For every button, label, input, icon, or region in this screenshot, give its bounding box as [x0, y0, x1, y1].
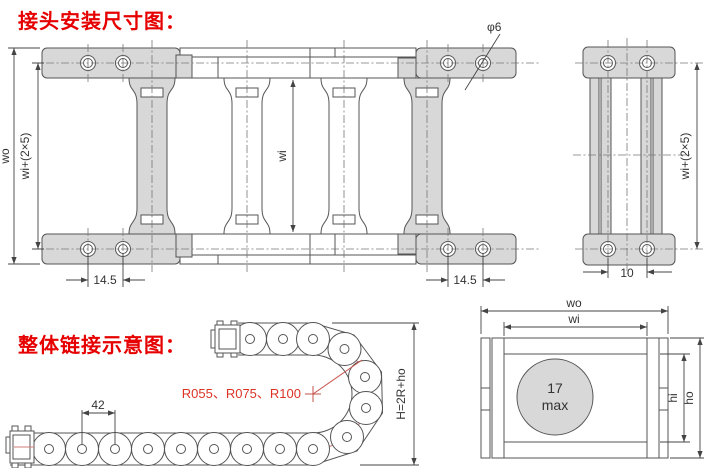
side-centerlines	[573, 38, 703, 274]
side-rails	[589, 77, 663, 235]
side-view: wi+(2×5) 10	[573, 38, 703, 280]
chain-end-connector-top	[210, 320, 241, 358]
section-bottom-bar	[503, 441, 648, 459]
chain-view: R055、R075、R100 42 H=2R+ho	[5, 320, 419, 468]
cable-bore: 17 max	[516, 358, 594, 436]
dim-wo: wo	[0, 47, 40, 265]
dim-side-wi-plus: wi+(2×5)	[678, 63, 700, 249]
cable-bore-value: 17	[547, 380, 563, 396]
dim-link-pitch-label: 42	[91, 398, 105, 412]
bend-center-mark	[305, 386, 321, 402]
link-plate-slots	[140, 87, 439, 225]
dim-wi-label: wi	[275, 150, 289, 162]
section-view: 17 max wo wi hi ho	[480, 296, 704, 459]
dim-height: H=2R+ho	[332, 322, 419, 466]
callout-hole-dia: φ6	[464, 20, 502, 91]
title-assembly-diagram: 整体链接示意图：	[17, 333, 186, 357]
side-bottom-plate	[582, 233, 676, 266]
dim-section-hi: hi	[660, 353, 690, 443]
dim-pitch-left-label: 14.5	[93, 273, 117, 287]
top-rail-steps	[192, 48, 416, 78]
dim-side-wi-plus-label: wi+(2×5)	[678, 133, 692, 181]
dim-pitch-right: 14.5	[426, 253, 505, 287]
bottom-rail-steps	[192, 234, 416, 264]
chain-inner-contour	[10, 354, 353, 434]
dim-wi-plus-label: wi+(2×5)	[18, 133, 32, 181]
section-side-rails	[480, 337, 669, 459]
dim-section-wi: wi	[503, 312, 648, 336]
dim-pitch-left: 14.5	[66, 253, 145, 287]
dim-section-hi-label: hi	[666, 393, 680, 402]
dim-height-label: H=2R+ho	[394, 368, 408, 420]
dim-pitch-right-label: 14.5	[453, 273, 477, 287]
dim-section-wo: wo	[480, 296, 669, 334]
dim-section-wo-label: wo	[565, 296, 582, 310]
dim-section-ho: ho	[670, 337, 704, 459]
plan-view: wo wi+(2×5) wi 14.5 14.5	[0, 20, 540, 287]
side-top-plate	[582, 46, 676, 79]
dim-side-pitch: 10	[583, 258, 672, 280]
cable-bore-unit: max	[542, 397, 568, 413]
dim-side-pitch-label: 10	[620, 266, 634, 280]
bend-radii-label: R055、R075、R100	[182, 386, 301, 401]
title-joint-dimensions: 接头安装尺寸图：	[18, 9, 186, 33]
dim-section-ho-label: ho	[682, 391, 696, 405]
section-top-bar	[503, 337, 648, 355]
chain-links	[32, 322, 383, 466]
hole-dia-label: φ6	[487, 20, 502, 34]
dim-wo-label: wo	[0, 148, 12, 165]
dim-wi: wi	[275, 80, 296, 232]
chain-end-connector-bottom	[5, 425, 35, 468]
dim-section-wi-label: wi	[567, 312, 579, 326]
plan-centerlines	[46, 40, 540, 272]
dim-wi-plus: wi+(2×5)	[18, 62, 44, 250]
dim-link-pitch: 42	[81, 398, 116, 444]
bend-radius-callout: R055、R075、R100	[182, 359, 363, 402]
